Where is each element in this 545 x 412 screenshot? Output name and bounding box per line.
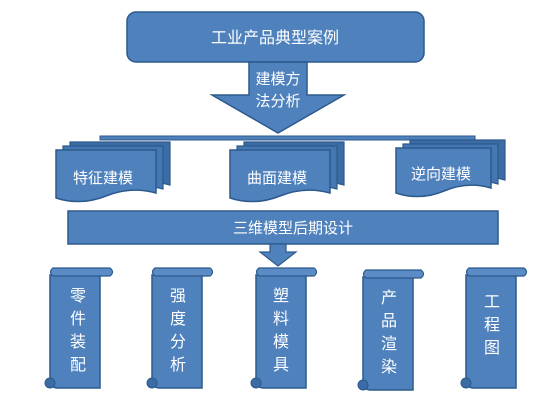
arrow-label-line-1: 建模方 [255,70,300,88]
scroll-bottom-roll [460,377,472,389]
scroll-top-roll [465,267,528,277]
output-char: 析 [170,355,186,374]
output-char: 装 [70,332,86,351]
output-char: 具 [273,355,289,374]
output-parts-assembly: 零 件 装 配 [44,267,114,389]
output-char: 染 [381,357,397,376]
title-box: 工业产品典型案例 [126,11,425,63]
method-label: 特征建模 [73,169,133,187]
phase-bar: 三维模型后期设计 [67,210,499,245]
method-label: 逆向建模 [411,165,471,183]
phase-bar-shape [67,210,499,245]
output-char: 渲 [381,334,397,353]
down-arrow-small [258,243,298,267]
title-text: 工业产品典型案例 [211,28,339,47]
scroll-top-roll [362,269,425,279]
scroll-top-roll [49,267,114,277]
output-char: 零 [70,286,86,305]
method-card [395,147,492,198]
output-char: 程 [484,315,500,334]
output-char: 料 [273,309,289,328]
output-char: 分 [170,332,186,351]
output-char: 模 [273,332,289,351]
method-feature-modeling: 特征建模 [55,141,171,203]
method-reverse-modeling: 逆向建模 [395,139,506,198]
output-char: 件 [70,309,86,328]
analysis-arrow: 建模方 法分析 [209,61,347,134]
output-engineering-drawing: 工 程 图 [460,267,528,389]
output-char: 产 [381,288,397,307]
output-product-rendering: 产 品 渲 染 [357,269,425,391]
down-arrow-shape [209,61,347,134]
phase-label: 三维模型后期设计 [233,219,353,237]
output-char: 配 [70,355,86,374]
scroll-bottom-roll [357,379,369,391]
scroll-top-roll [151,267,214,277]
method-surface-modeling: 曲面建模 [229,141,345,203]
scroll-bottom-roll [44,377,56,389]
method-card [55,149,157,203]
methods-connector [99,135,476,141]
output-char: 品 [381,311,397,330]
method-card [229,149,331,203]
output-strength-analysis: 强 度 分 析 [146,267,214,389]
output-char: 图 [484,338,500,357]
scroll-bottom-roll [250,377,262,389]
method-label: 曲面建模 [247,169,307,187]
output-char: 塑 [273,286,289,305]
output-plastic-mold: 塑 料 模 具 [250,267,318,389]
scroll-bottom-roll [146,377,158,389]
scroll-top-roll [255,267,318,277]
arrow-label-line-2: 法分析 [255,92,300,110]
output-char: 度 [170,309,186,328]
output-char: 强 [170,286,186,305]
output-char: 工 [484,292,500,311]
